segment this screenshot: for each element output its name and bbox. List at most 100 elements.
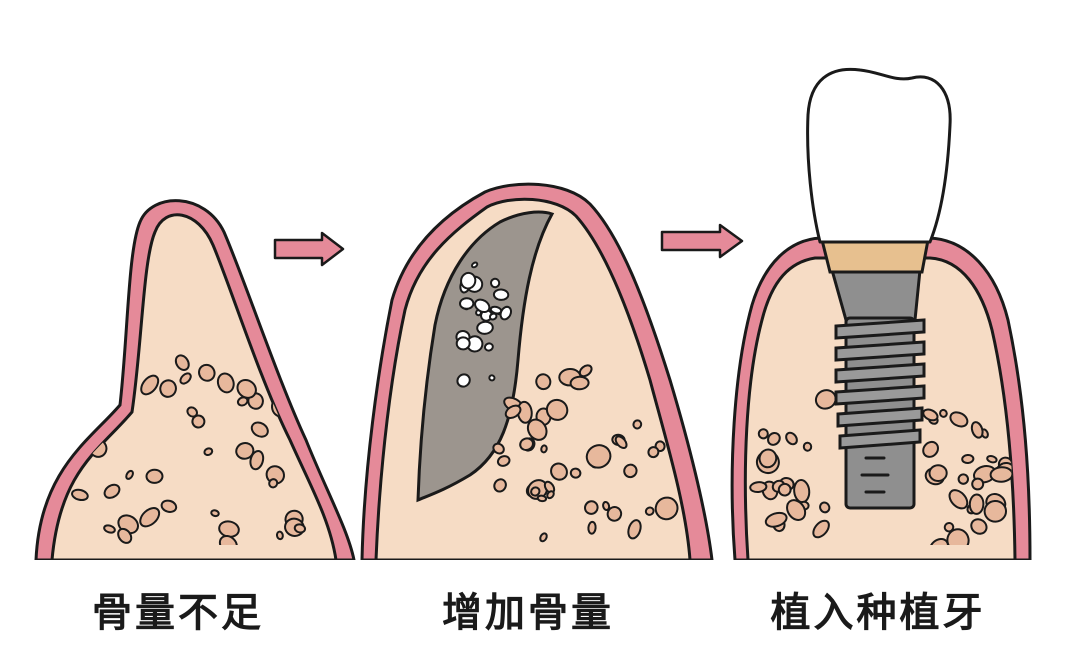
bone-granule <box>470 261 479 269</box>
bone-granule <box>957 473 970 485</box>
bone-granule <box>536 494 548 503</box>
bone-granules <box>749 389 1015 545</box>
bone-granule <box>125 469 134 480</box>
bone-granule <box>949 411 969 428</box>
bone-granule <box>466 335 484 353</box>
bone-granule <box>986 455 998 464</box>
bone-granule <box>539 532 548 543</box>
bone-granule <box>587 520 597 535</box>
bone-granule <box>488 374 496 382</box>
bone-granule <box>489 277 501 289</box>
bone-granule <box>268 478 279 489</box>
bone-granule <box>614 435 628 449</box>
bone-granule <box>203 447 214 457</box>
bone-granule <box>139 507 161 528</box>
bone-granule <box>159 379 177 398</box>
bone-graft-ridge <box>350 182 730 574</box>
bone-granule <box>627 519 642 540</box>
bone-granule <box>117 527 133 544</box>
bone-granule <box>456 373 471 388</box>
bone-granule <box>623 463 638 479</box>
bone-granule <box>922 440 939 458</box>
right-arrow-icon <box>273 231 345 267</box>
bone-granule <box>476 320 494 335</box>
bone-granule <box>198 363 216 382</box>
bone-granule <box>236 396 249 407</box>
bone-granule <box>71 488 89 502</box>
bone-granules <box>492 364 679 543</box>
bone-granule <box>767 431 781 446</box>
bone-core <box>50 213 338 562</box>
bone-granule <box>250 421 269 438</box>
bone-granule <box>928 464 948 483</box>
bone-granule <box>145 468 164 484</box>
bone-granule <box>812 519 830 539</box>
bone-granule <box>210 509 220 518</box>
bone-granule <box>530 486 541 497</box>
bone-granule <box>644 506 655 516</box>
implant-fixture <box>830 268 926 510</box>
bone-granule <box>293 523 307 534</box>
implant-threads <box>834 318 926 450</box>
bone-granule <box>777 482 792 497</box>
step-2-caption: 增加骨量 <box>442 590 614 636</box>
bone-granule <box>459 297 475 310</box>
bone-granule <box>968 493 985 515</box>
dental-implant-ridge <box>720 67 1050 574</box>
bone-granule <box>499 305 513 321</box>
bone-granule <box>546 490 555 500</box>
graft-particles <box>455 261 513 388</box>
bone-granule <box>654 496 679 521</box>
bone-granule <box>218 534 238 545</box>
bone-granule <box>970 421 984 439</box>
bone-granule <box>492 288 510 301</box>
bone-granule <box>186 406 198 418</box>
bone-granule <box>584 500 599 515</box>
bone-granule <box>939 408 948 418</box>
bone-granule <box>460 271 477 290</box>
bone-granule <box>785 431 798 446</box>
bone-granule <box>519 437 535 451</box>
bone-granule <box>483 342 494 352</box>
abutment <box>820 238 930 274</box>
bone-granule <box>455 336 471 351</box>
bone-granule <box>569 467 582 479</box>
bone-granule <box>585 444 612 469</box>
bone-granule <box>606 506 623 522</box>
bone-granule <box>496 455 511 467</box>
bone-granule <box>174 354 190 371</box>
bone-granule <box>179 372 192 385</box>
bone-granule <box>488 312 498 321</box>
bone-granule <box>632 419 643 430</box>
tooth-crown <box>806 67 952 244</box>
bone-granule <box>948 489 969 510</box>
bone-granule <box>757 428 769 440</box>
bone-granule <box>989 466 1014 483</box>
bone-granule <box>971 477 985 491</box>
step-1-caption: 骨量不足 <box>92 590 264 636</box>
bone-granule <box>819 501 831 514</box>
bone-granule <box>802 441 813 452</box>
bone-granule <box>647 446 660 459</box>
step-3-caption: 植入种植牙 <box>770 590 986 636</box>
bone-granule <box>140 374 160 396</box>
bone-granule <box>983 499 1007 523</box>
bone-granule <box>970 518 988 535</box>
bone-granule <box>749 481 768 494</box>
bone-granule <box>160 499 178 513</box>
bone-granule <box>758 448 778 469</box>
bone-granule <box>103 483 121 499</box>
bone-granule <box>961 453 975 465</box>
bone-granule <box>946 528 970 545</box>
bone-granule <box>103 524 116 534</box>
bone-granule <box>535 373 552 391</box>
bone-granule <box>236 378 257 399</box>
bone-granule <box>216 372 235 394</box>
bone-granule <box>569 375 590 391</box>
bone-granule <box>235 442 255 460</box>
bone-granule <box>249 449 265 471</box>
bone-granule <box>275 530 284 541</box>
right-arrow-icon <box>660 223 744 259</box>
bone-granule <box>492 442 505 455</box>
